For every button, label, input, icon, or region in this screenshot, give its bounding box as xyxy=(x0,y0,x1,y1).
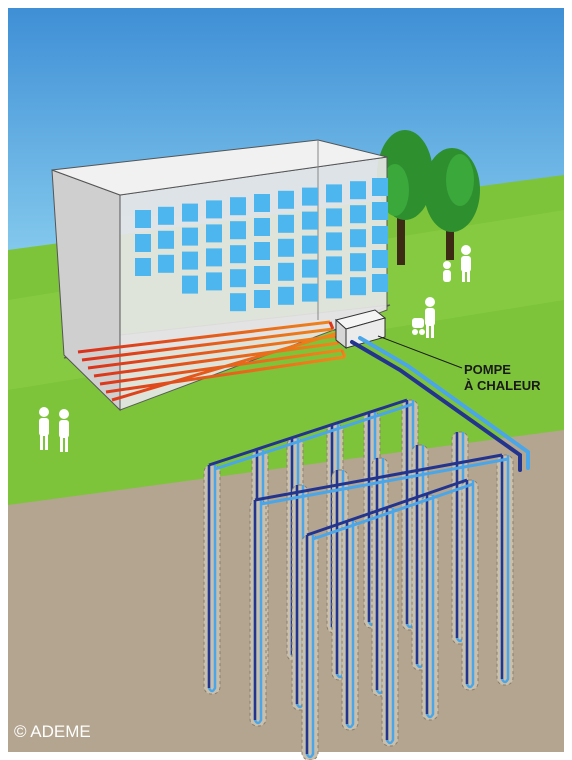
building-windows xyxy=(135,178,388,312)
window xyxy=(302,187,318,206)
geothermal-probe-icon xyxy=(301,534,319,760)
window xyxy=(135,258,151,276)
window xyxy=(182,275,198,294)
manifold-pipe xyxy=(214,402,414,471)
manifold-pipe xyxy=(254,453,503,502)
geothermal-probe-icon xyxy=(203,464,221,695)
window xyxy=(302,283,318,302)
window xyxy=(326,184,342,203)
window xyxy=(350,205,366,224)
person-icon xyxy=(461,245,471,282)
window xyxy=(302,235,318,254)
window xyxy=(372,202,388,220)
window xyxy=(278,286,294,305)
window xyxy=(254,266,270,284)
window xyxy=(135,210,151,228)
window xyxy=(254,242,270,260)
window xyxy=(254,218,270,236)
person-icon xyxy=(412,297,435,338)
manifold-pipe xyxy=(306,478,468,537)
window xyxy=(254,290,270,308)
tree-icon xyxy=(377,130,433,265)
person-icon xyxy=(39,407,49,450)
geothermal-probe-icon xyxy=(421,494,439,721)
window xyxy=(182,227,198,246)
supply-pipe xyxy=(350,336,530,472)
geothermal-probe-field xyxy=(203,398,514,760)
window xyxy=(278,238,294,257)
window xyxy=(206,224,222,243)
geothermal-probe-icon xyxy=(249,499,267,727)
window xyxy=(372,274,388,292)
heat-pump-label-line1: POMPE xyxy=(464,362,511,377)
window xyxy=(350,277,366,296)
window xyxy=(326,256,342,275)
window xyxy=(230,221,246,240)
window xyxy=(206,272,222,291)
manifold-pipe xyxy=(312,482,474,541)
geothermal-probe-icon xyxy=(496,454,514,686)
window xyxy=(278,214,294,233)
person-icon xyxy=(443,261,451,282)
manifold-pipe xyxy=(208,398,408,467)
window xyxy=(182,251,198,270)
window xyxy=(350,181,366,200)
pump-label-leader xyxy=(377,335,463,369)
window xyxy=(206,200,222,219)
window xyxy=(230,197,246,216)
window xyxy=(278,190,294,209)
window xyxy=(158,230,174,249)
window xyxy=(302,259,318,278)
window xyxy=(182,203,198,222)
copyright-credit: © ADEME xyxy=(14,722,91,741)
window xyxy=(326,232,342,251)
window xyxy=(326,208,342,227)
window xyxy=(350,229,366,248)
window xyxy=(302,211,318,230)
person-icon xyxy=(59,409,69,452)
window xyxy=(326,280,342,299)
window xyxy=(278,262,294,281)
underfloor-heating-icon xyxy=(77,320,349,402)
building-roof xyxy=(51,139,388,196)
tree-icon xyxy=(424,148,480,260)
window xyxy=(135,234,151,252)
geothermal-probe-icon xyxy=(461,479,479,691)
window xyxy=(372,226,388,244)
window xyxy=(206,248,222,267)
window xyxy=(230,293,246,312)
window xyxy=(372,178,388,196)
window xyxy=(158,254,174,273)
window xyxy=(254,194,270,212)
heat-pump-label-line2: À CHALEUR xyxy=(464,378,541,393)
heat-pump-unit-icon xyxy=(334,309,387,350)
heat-pump-label: POMPE À CHALEUR xyxy=(464,362,541,394)
window xyxy=(350,253,366,272)
window xyxy=(230,269,246,288)
geothermal-probe-icon xyxy=(341,519,359,731)
window xyxy=(158,206,174,225)
window xyxy=(372,250,388,268)
window xyxy=(230,245,246,264)
manifold-pipe xyxy=(260,457,509,506)
geothermal-probe-icon xyxy=(381,507,399,747)
